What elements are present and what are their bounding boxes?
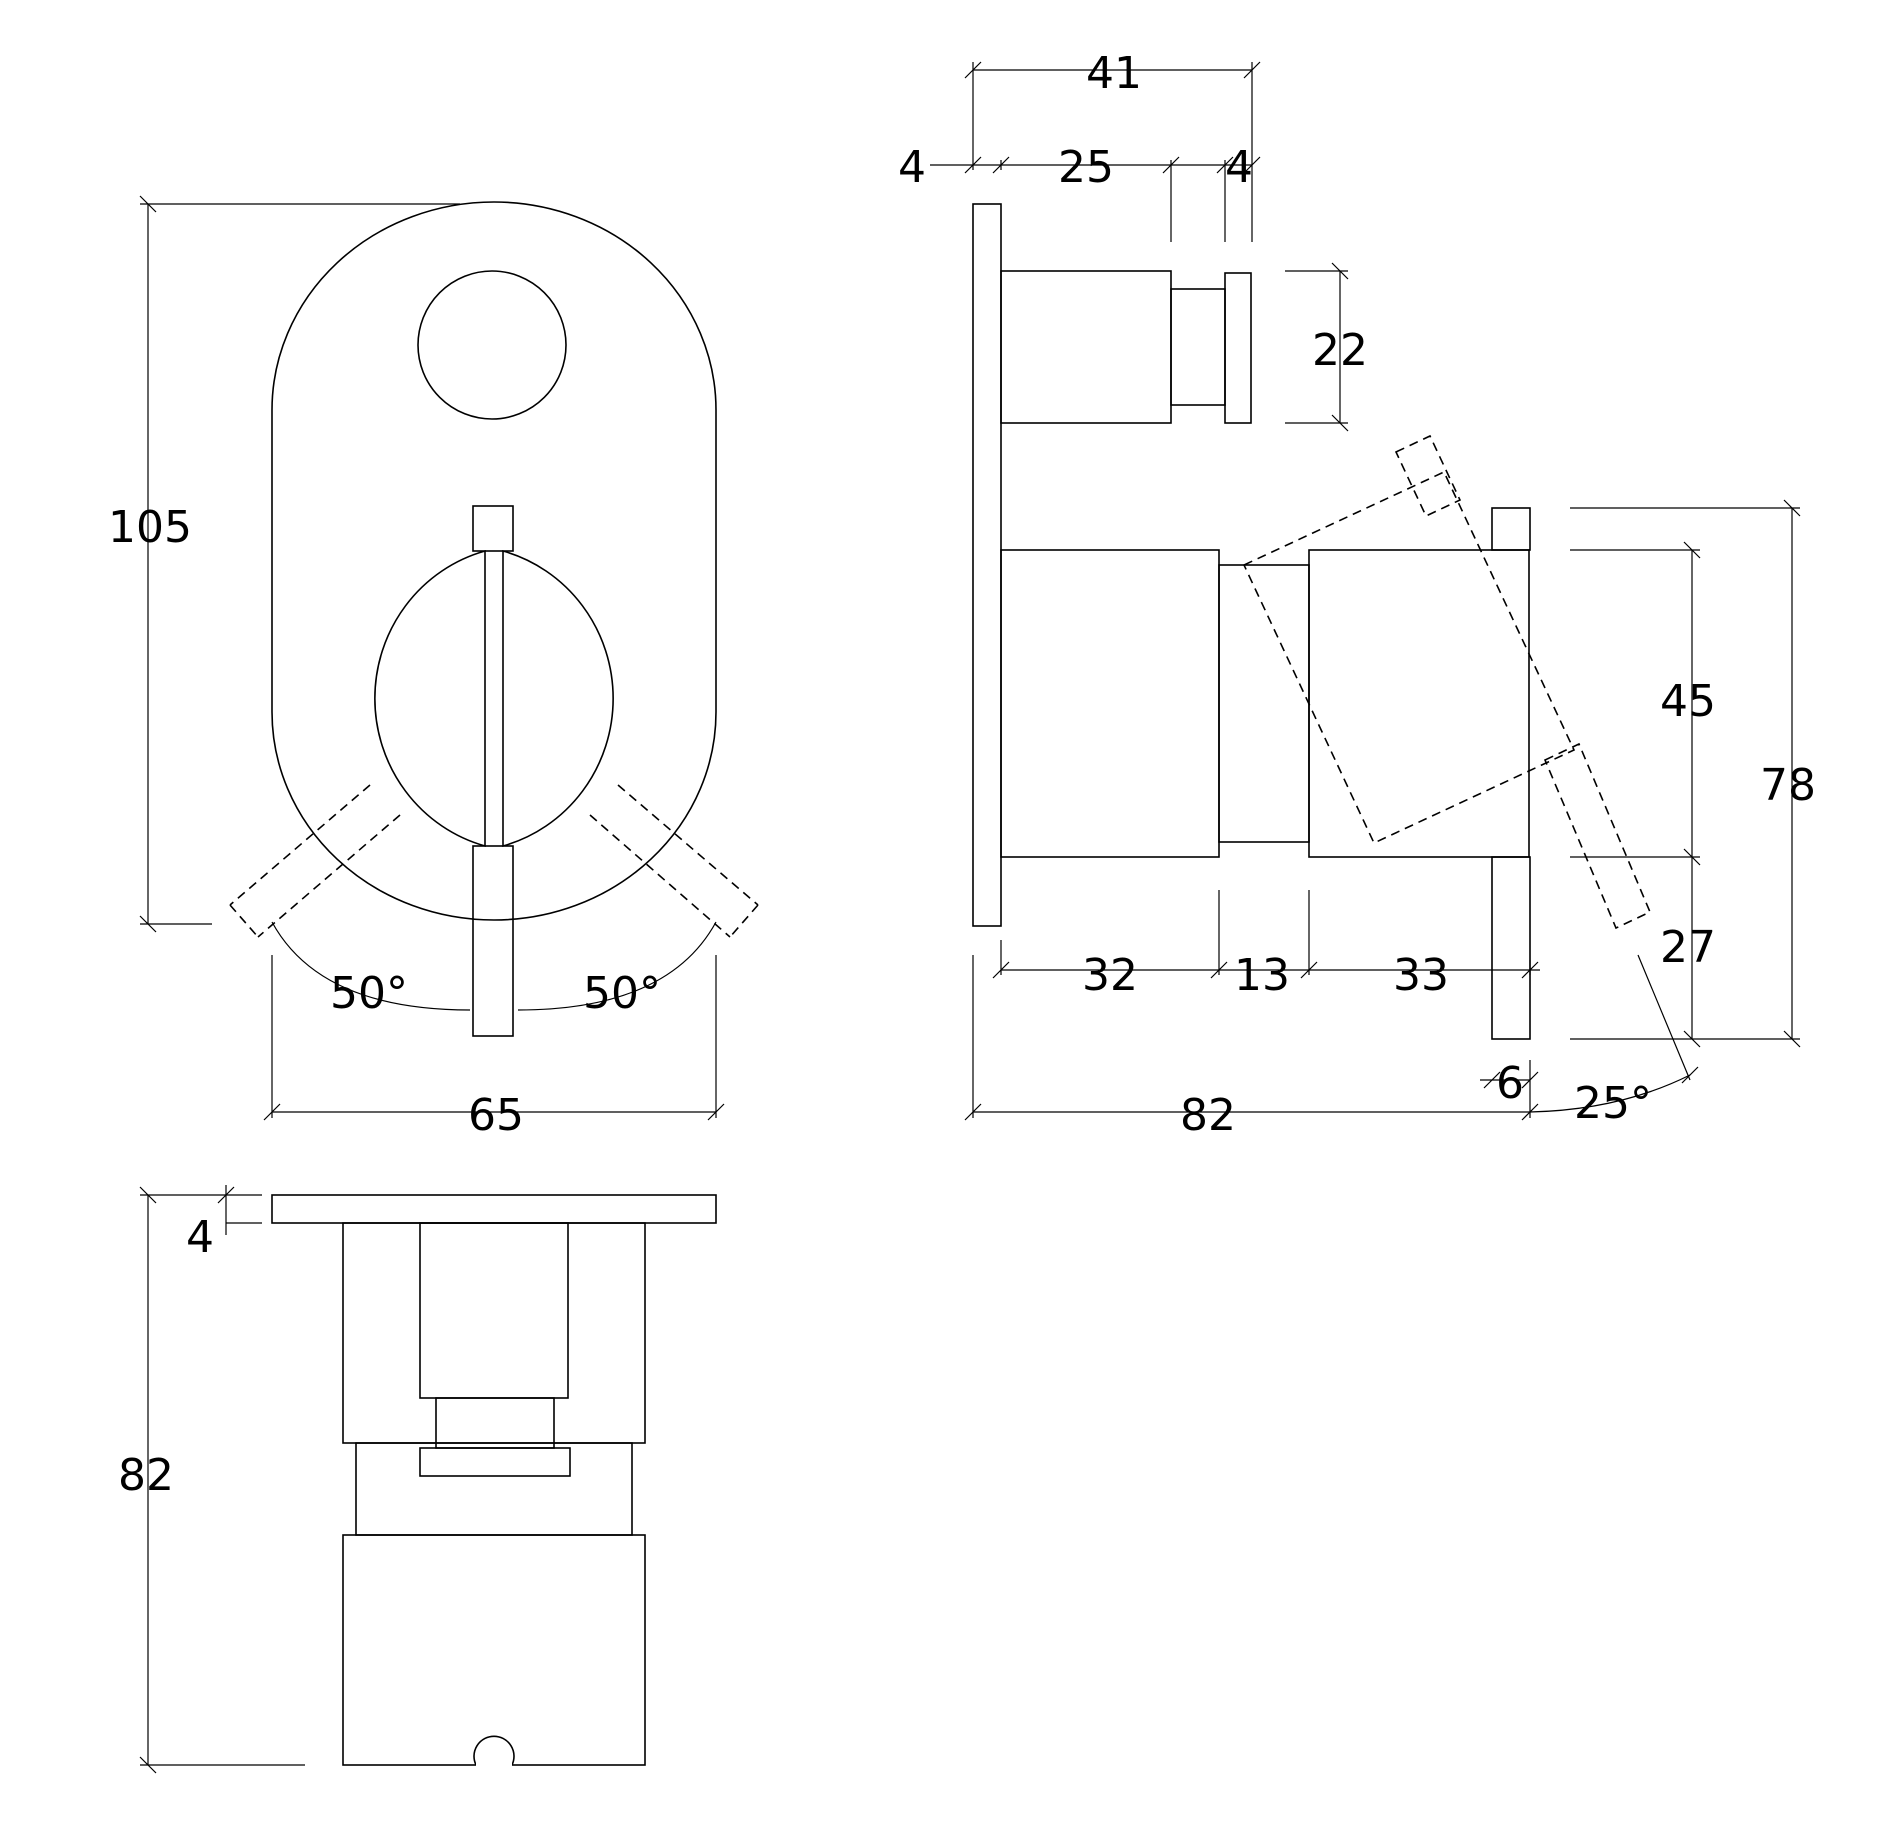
side-lever-tilted bbox=[1394, 434, 1462, 518]
side-lever-tilted-bottom bbox=[1543, 742, 1652, 930]
side-handle bbox=[1308, 549, 1530, 858]
label-plate-thickness: 4 bbox=[186, 1212, 214, 1263]
front-view: 105 65 50° 50° bbox=[108, 195, 759, 1141]
label-height: 105 bbox=[108, 502, 192, 553]
lever-bottom bbox=[472, 845, 514, 1037]
lever-top bbox=[472, 505, 514, 552]
label-top-total: 41 bbox=[1086, 48, 1142, 99]
label-handle-height: 45 bbox=[1660, 676, 1716, 727]
side-diverter-knob bbox=[1224, 272, 1252, 424]
label-diverter-knob: 4 bbox=[1225, 142, 1253, 193]
side-view: 41 4 25 4 22 32 13 33 45 27 78 6 82 25° bbox=[898, 48, 1816, 1141]
label-angle-right: 50° bbox=[583, 968, 661, 1019]
label-lever-below: 27 bbox=[1660, 922, 1716, 973]
label-handle-body: 33 bbox=[1393, 950, 1449, 1001]
handle-left-half bbox=[374, 549, 486, 848]
label-diverter-body: 25 bbox=[1058, 142, 1114, 193]
label-total-depth: 82 bbox=[1180, 1090, 1236, 1141]
lever-left-rotated-end bbox=[229, 904, 259, 938]
bottom-cover-plate bbox=[271, 1194, 717, 1224]
label-bottom-depth: 82 bbox=[118, 1450, 174, 1501]
lever-right-rotated-edge-b bbox=[589, 814, 731, 938]
label-body-depth: 32 bbox=[1082, 950, 1138, 1001]
bottom-diverter-knob bbox=[419, 1447, 571, 1477]
diverter-knob-front bbox=[417, 270, 567, 420]
label-lever-thickness: 6 bbox=[1496, 1058, 1524, 1109]
bottom-neck bbox=[355, 1442, 633, 1536]
side-handle-tilted bbox=[1242, 470, 1576, 845]
side-diverter-stem bbox=[1170, 288, 1226, 406]
lever-left-rotated-edge-a bbox=[229, 784, 371, 906]
side-lever-bottom bbox=[1491, 856, 1531, 1040]
angle-arc-right bbox=[517, 921, 717, 1011]
label-angle-left: 50° bbox=[330, 968, 408, 1019]
label-overall-height: 78 bbox=[1760, 760, 1816, 811]
side-lever-top bbox=[1491, 507, 1531, 551]
lever-left-rotated-edge-b bbox=[257, 814, 401, 938]
bottom-diverter-stem bbox=[435, 1397, 555, 1449]
side-cover-plate bbox=[972, 203, 1002, 927]
front-cover-plate bbox=[271, 201, 717, 921]
handle-right-half bbox=[502, 549, 614, 848]
bottom-diverter-body bbox=[419, 1222, 569, 1399]
lever-right-rotated-edge-a bbox=[617, 784, 759, 906]
lever-right-rotated-end bbox=[729, 904, 759, 938]
label-neck: 13 bbox=[1234, 950, 1290, 1001]
label-tilt-angle: 25° bbox=[1574, 1078, 1652, 1129]
bottom-handle bbox=[342, 1534, 646, 1766]
side-diverter-body bbox=[1000, 270, 1172, 424]
side-valve-body bbox=[1000, 549, 1220, 858]
angle-arc-left bbox=[271, 921, 471, 1011]
bottom-valve-body bbox=[342, 1222, 646, 1444]
label-diverter-height: 22 bbox=[1312, 325, 1368, 376]
label-plate: 4 bbox=[898, 142, 926, 193]
bottom-view: 4 82 bbox=[118, 1185, 717, 1774]
bottom-lever-end bbox=[473, 1735, 515, 1766]
label-width: 65 bbox=[468, 1090, 524, 1141]
